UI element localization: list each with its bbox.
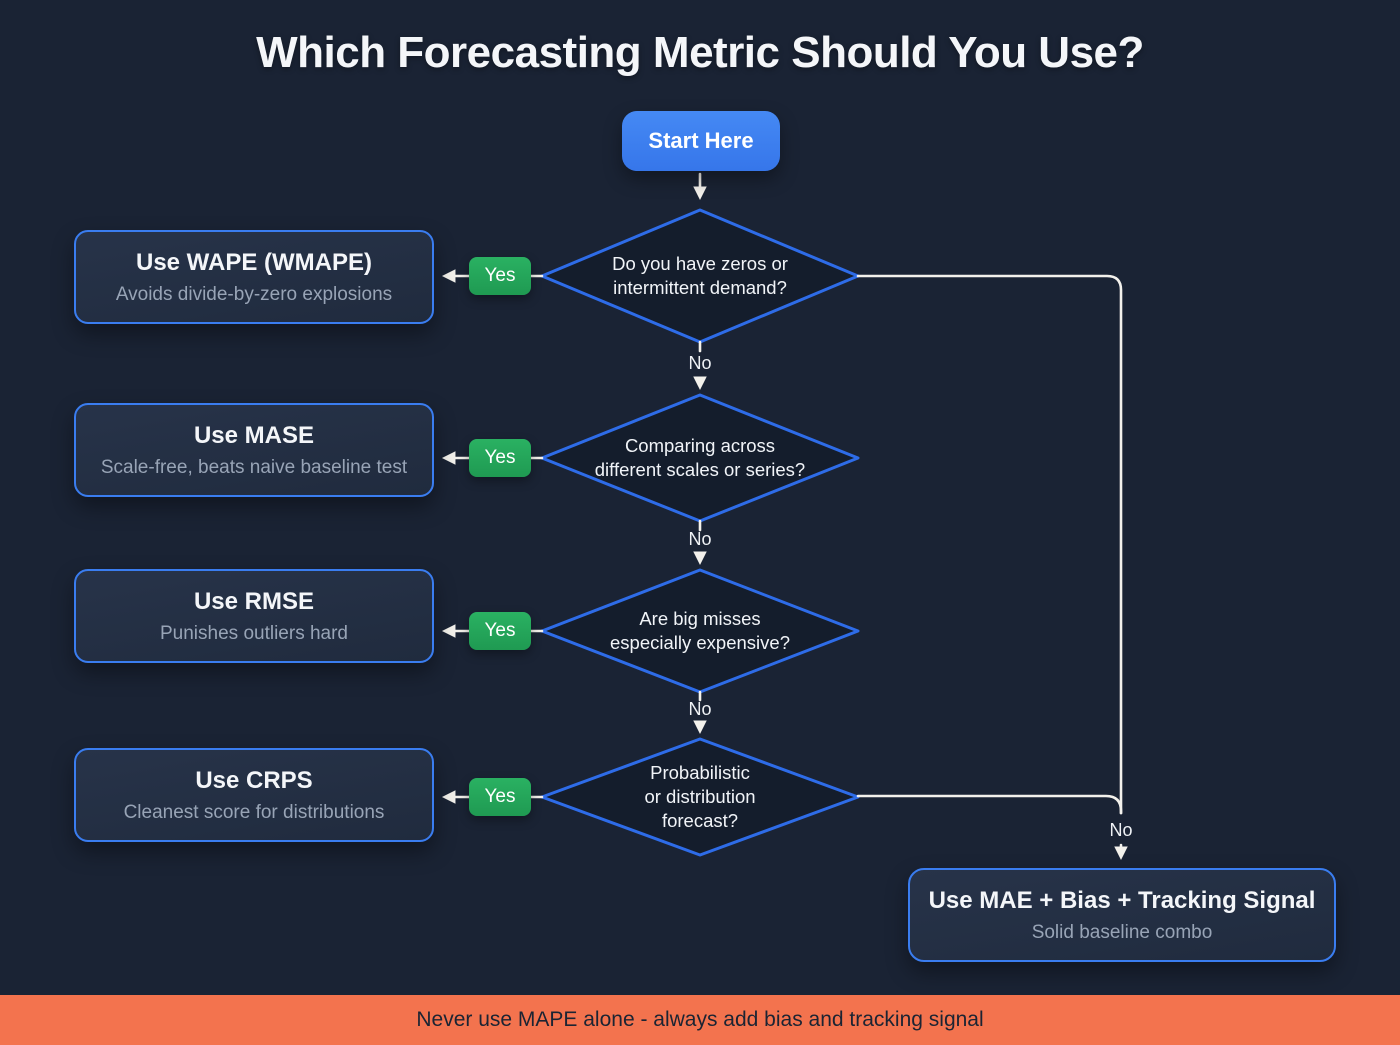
connector-right-rail [856,274,1123,815]
decision-question-4: Probabilistic or distribution forecast? [644,762,756,831]
result-subtitle: Avoids divide-by-zero explosions [115,283,393,305]
result-box-mase: Use MASE Scale-free, beats naive baselin… [74,403,434,497]
yes-badge-2: Yes [469,439,531,477]
decision-question-1: Do you have zeros or intermittent demand… [612,253,788,298]
decision-diamond-4 [540,737,860,857]
decision-question-3: Are big misses especially expensive? [610,608,790,653]
result-subtitle: Punishes outliers hard [160,622,348,644]
no-label-3: No [688,699,712,719]
result-box-mae-bias-tracking: Use MAE + Bias + Tracking Signal Solid b… [908,868,1336,962]
no-label-1: No [688,353,712,373]
start-node-label: Start Here [648,128,754,153]
footer-warning-text: Never use MAPE alone - always add bias a… [416,1008,984,1031]
result-title: Use MAE + Bias + Tracking Signal [928,886,1316,914]
result-box-crps: Use CRPS Cleanest score for distribution… [74,748,434,842]
result-subtitle: Solid baseline combo [1031,921,1213,943]
result-title: Use MASE [193,421,315,449]
decision-question-2: Comparing across different scales or ser… [594,435,806,480]
result-title: Use RMSE [193,587,315,615]
result-title: Use CRPS [195,766,313,794]
yes-badge-4: Yes [469,778,531,816]
result-box-wape: Use WAPE (WMAPE) Avoids divide-by-zero e… [74,230,434,324]
no-label-2: No [688,529,712,549]
start-node: Start Here [622,111,780,171]
result-title: Use WAPE (WMAPE) [135,248,372,276]
result-subtitle: Cleanest score for distributions [123,801,385,823]
footer-warning-bar: Never use MAPE alone - always add bias a… [0,995,1400,1045]
result-box-rmse: Use RMSE Punishes outliers hard [74,569,434,663]
yes-badge-3: Yes [469,612,531,650]
connector-no-4-merge [856,794,1123,815]
page-title: Which Forecasting Metric Should You Use? [256,28,1144,77]
no-label-4: No [1109,820,1133,840]
result-subtitle: Scale-free, beats naive baseline test [100,456,408,478]
yes-badge-1: Yes [469,257,531,295]
